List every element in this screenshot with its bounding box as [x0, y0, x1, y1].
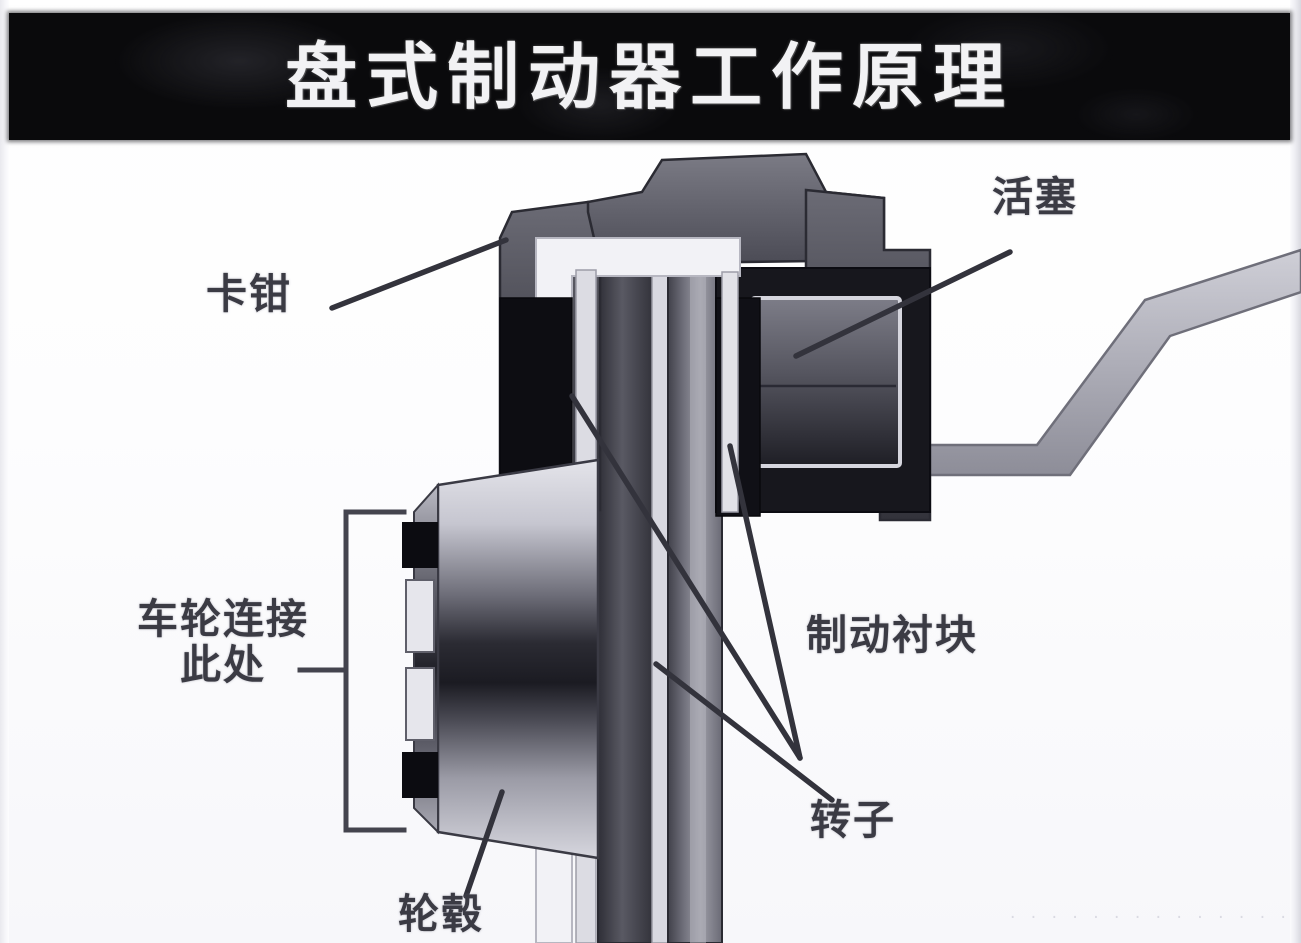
- scan-watermark: · · · · · · · · · · · · · · · · · ·: [1010, 908, 1301, 928]
- leader-piston: [793, 249, 1013, 359]
- caliper-assembly: [498, 152, 932, 943]
- hub-stud: [402, 522, 438, 568]
- page-title: 盘式制动器工作原理: [284, 34, 1014, 119]
- wheel-hub: [402, 458, 600, 860]
- title-banner: 盘式制动器工作原理: [9, 13, 1290, 140]
- piston: [750, 296, 902, 468]
- label-wheel-hub: 轮毂: [398, 890, 484, 938]
- hub-span-bracket: [297, 509, 407, 833]
- leader-rotor: [653, 661, 835, 803]
- paper-edge-left: [0, 0, 9, 943]
- hub-stud: [402, 752, 438, 798]
- label-wheel-connection-line1: 车轮连接: [137, 595, 309, 643]
- label-brake-pads: 制动衬块: [806, 611, 978, 659]
- hub-bearing-slot: [405, 667, 435, 741]
- leader-pad-outer: [569, 393, 803, 761]
- leader-pad-inner: [727, 443, 803, 761]
- leader-wheel-hub: [463, 789, 505, 899]
- disc-brake-diagram: [0, 140, 1301, 943]
- label-caliper: 卡钳: [206, 270, 292, 318]
- label-piston: 活塞: [992, 173, 1078, 221]
- leader-caliper: [329, 237, 509, 311]
- leader-lines: [329, 237, 1013, 899]
- label-wheel-connection: 车轮连接 此处: [100, 595, 346, 689]
- diagram-svg: [297, 152, 1301, 943]
- label-rotor: 转子: [810, 796, 896, 844]
- label-wheel-connection-line2: 此处: [180, 640, 266, 689]
- hub-bearing-slot: [405, 579, 435, 653]
- paper-edge-right: [1290, 0, 1301, 943]
- hub-face: [436, 458, 600, 860]
- banner-scan-noise: [9, 13, 1290, 140]
